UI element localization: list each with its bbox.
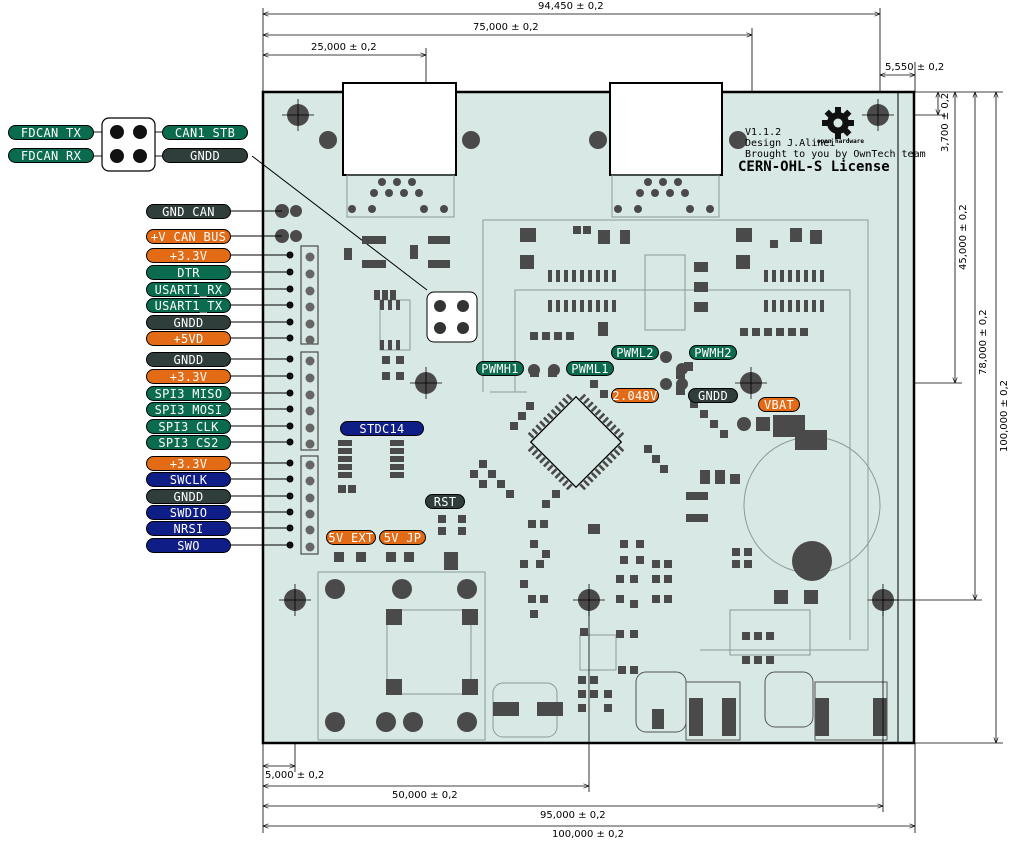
label-pwmh2: PWMH2: [689, 345, 737, 360]
header-pin-13: [305, 439, 315, 449]
pin-label-19: SWO: [146, 537, 231, 553]
pin-dot-18: [286, 524, 294, 532]
pin-dot-12: [286, 422, 294, 430]
header-pin-15: [305, 476, 315, 486]
pin-label-3: DTR: [146, 264, 231, 280]
pin-label-6: GNDD: [146, 314, 231, 330]
pin-dot-11: [286, 405, 294, 413]
top-connector-left: [342, 82, 457, 176]
pin-label-5: USART1_TX: [146, 297, 231, 313]
label-5v-jp: 5V JP: [379, 530, 426, 545]
board-design: Design J.Alinei: [745, 138, 836, 149]
pin-dot-19: [286, 541, 294, 549]
pin-dot-13: [286, 438, 294, 446]
pin-can-gndd: GNDD: [162, 148, 248, 163]
dim-100000-v: 100,000 ± 0,2: [999, 380, 1010, 452]
dim-75000: 75,000 ± 0,2: [473, 22, 539, 33]
dim-78000: 78,000 ± 0,2: [978, 309, 989, 375]
header-pin-12: [305, 423, 315, 433]
label-2048v: 2.048V: [611, 388, 659, 403]
dim-94450: 94,450 ± 0,2: [538, 1, 604, 12]
dim-3700: 3,700 ± 0,2: [940, 92, 951, 152]
pin-label-9: +3.3V: [146, 368, 231, 384]
header-pin-8: [305, 356, 315, 366]
dim-50000: 50,000 ± 0,2: [392, 790, 458, 801]
pin-label-4: USART1_RX: [146, 281, 231, 297]
header-pin-2: [305, 252, 315, 262]
header-pin-14: [305, 460, 315, 470]
header-pin-10: [305, 390, 315, 400]
top-connector-right: [609, 82, 723, 176]
header-pin-9: [305, 373, 315, 383]
header-pin-3: [305, 269, 315, 279]
pin-dot-10: [286, 389, 294, 397]
pin-label-11: SPI3 MOSI: [146, 401, 231, 417]
header-pin-19: [305, 542, 315, 552]
pin-label-12: SPI3 CLK: [146, 418, 231, 434]
pin-dot-7: [286, 334, 294, 342]
header-pin-17: [305, 509, 315, 519]
pin-label-2: +3.3V: [146, 247, 231, 263]
pin-dot-9: [286, 372, 294, 380]
header-pin-11: [305, 406, 315, 416]
label-pwml2: PWML2: [611, 345, 659, 360]
label-pwmh1: PWMH1: [476, 361, 524, 376]
dim-5550: 5,550 ± 0,2: [885, 62, 945, 73]
label-rst: RST: [425, 494, 465, 509]
pin-fdcan-rx: FDCAN RX: [8, 148, 94, 163]
pin-dot-2: [286, 251, 294, 259]
pin-dot-4: [286, 285, 294, 293]
pin-dot-3: [286, 268, 294, 276]
label-5v-ext: 5V EXT: [326, 530, 376, 545]
dim-95000: 95,000 ± 0,2: [540, 810, 606, 821]
board-version: V1.1.2: [745, 127, 782, 138]
pin-dot-8: [286, 355, 294, 363]
header-pin-6: [305, 319, 315, 329]
dim-100000-h: 100,000 ± 0,2: [552, 829, 624, 840]
pin-can1-stb: CAN1 STB: [162, 125, 248, 140]
pin-label-1: +V CAN BUS: [146, 228, 231, 244]
pin-label-16: GNDD: [146, 488, 231, 504]
open-hardware-logo-icon: [822, 107, 854, 139]
label-gndd: GNDD: [688, 388, 738, 403]
header-pin-5: [305, 302, 315, 312]
label-vbat: VBAT: [758, 397, 800, 412]
pin-fdcan-tx: FDCAN TX: [8, 125, 94, 140]
pin-label-7: +5VD: [146, 330, 231, 346]
board-brought: Brought to you by OwnTech team: [745, 149, 926, 160]
board-license: CERN-OHL-S License: [738, 159, 890, 175]
pin-dot-14: [286, 459, 294, 467]
pin-label-15: SWCLK: [146, 471, 231, 487]
pin-label-13: SPI3 CS2: [146, 434, 231, 450]
pin-dot-16: [286, 492, 294, 500]
label-stdc14: STDC14: [340, 421, 424, 436]
can-connector-inset: [101, 117, 156, 172]
dim-25000: 25,000 ± 0,2: [311, 42, 377, 53]
pin-label-14: +3.3V: [146, 455, 231, 471]
pin-label-0: GND CAN: [146, 203, 231, 219]
pin-label-10: SPI3 MISO: [146, 385, 231, 401]
pin-label-17: SWDIO: [146, 504, 231, 520]
header-pin-16: [305, 493, 315, 503]
label-pwml1: PWML1: [566, 361, 614, 376]
oshw-text: open hardware: [817, 138, 864, 145]
pin-dot-6: [286, 318, 294, 326]
header-pin-7: [305, 335, 315, 345]
dim-45000: 45,000 ± 0,2: [958, 204, 969, 270]
pin-label-18: NRSI: [146, 520, 231, 536]
header-pin-4: [305, 286, 315, 296]
pin-dot-15: [286, 475, 294, 483]
dim-5000: 5,000 ± 0,2: [265, 770, 325, 781]
pin-dot-17: [286, 508, 294, 516]
header-pin-18: [305, 525, 315, 535]
pin-label-8: GNDD: [146, 351, 231, 367]
pin-dot-5: [286, 301, 294, 309]
